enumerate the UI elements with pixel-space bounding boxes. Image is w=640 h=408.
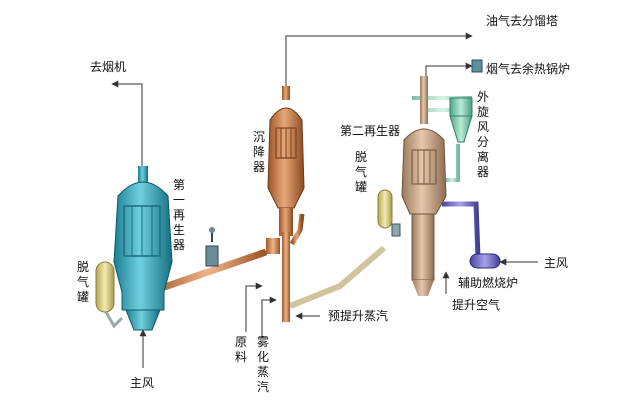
label-settler: 沉降器 (252, 130, 265, 174)
label-lift-air: 提升空气 (452, 298, 501, 312)
label-main-air-right: 主风 (544, 256, 569, 270)
label-aux-burner: 辅助燃烧炉 (458, 276, 519, 290)
label-oil-gas-out: 油气去分馏塔 (486, 14, 559, 28)
label-degas-right: 脱气罐 (354, 150, 367, 194)
label-degas-left: 脱气罐 (76, 260, 89, 304)
label-atomize-steam: 雾化蒸汽 (256, 335, 269, 394)
settler-vessel (267, 86, 305, 236)
label-feed: 原料 (234, 335, 247, 364)
label-pre-lift-steam: 预提升蒸汽 (328, 309, 389, 323)
degas-tank-right (377, 189, 401, 237)
slide-valve-left (205, 227, 219, 267)
label-flue-gas-out: 烟气去余热锅炉 (486, 62, 571, 76)
flue-gas-line (425, 62, 473, 82)
feed-line (245, 282, 263, 332)
label-first-regen: 第一再生器 (172, 178, 185, 252)
smoke-out-line (111, 80, 143, 178)
first-regenerator (113, 166, 173, 331)
riser (266, 232, 290, 322)
flue-gas-valve (471, 59, 483, 73)
degas-tank-left (95, 261, 124, 329)
label-main-air-bottom: 主风 (130, 376, 155, 390)
label-second-regen: 第二再生器 (340, 124, 401, 138)
second-regenerator (401, 76, 447, 296)
oil-gas-line (285, 32, 473, 88)
label-external-cyclone: 外旋风分离器 (476, 90, 489, 179)
external-cyclone (449, 97, 473, 143)
atomize-line (261, 296, 277, 338)
aux-burner (469, 253, 501, 269)
label-smoke-out: 去烟机 (90, 60, 127, 74)
